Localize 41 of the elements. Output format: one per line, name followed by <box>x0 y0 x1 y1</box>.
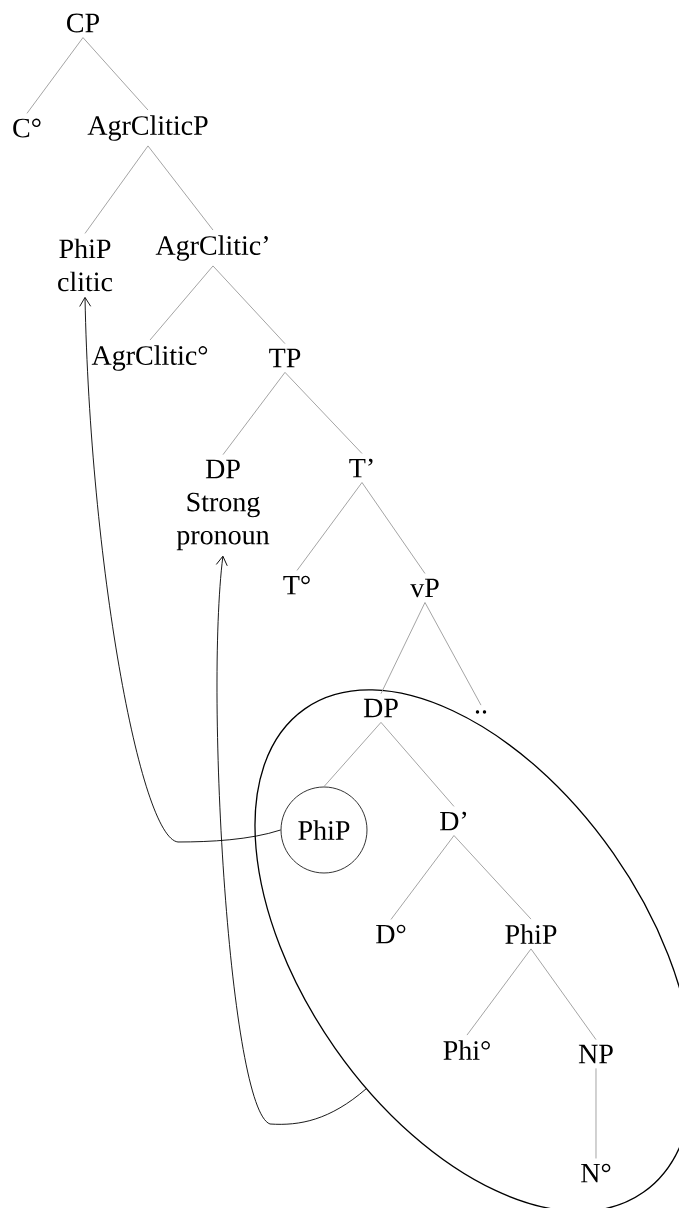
node-label: AgrClitic° <box>91 345 208 371</box>
node-label: TP <box>269 348 301 368</box>
branch-line <box>361 482 426 574</box>
node-label: AgrClitic’ <box>155 235 268 261</box>
node-label: AgrCliticP <box>87 115 208 141</box>
movement-arrow <box>215 555 367 1125</box>
branch-line <box>284 371 363 454</box>
branch-line <box>530 948 597 1041</box>
node-label: DP Strong pronoun <box>176 459 270 551</box>
branch-line <box>380 721 455 807</box>
movement-arrow <box>79 296 282 843</box>
node-label: PhiP <box>505 924 557 944</box>
node-label: T° <box>283 575 310 595</box>
node-label: C° <box>13 118 41 138</box>
node-label: CP <box>67 13 99 33</box>
branch-line <box>296 482 363 571</box>
branch-line <box>424 602 482 706</box>
node-label: T’ <box>349 458 373 478</box>
node-label: PhiP clitic <box>58 238 113 292</box>
branch-line <box>149 265 214 341</box>
branch-line <box>26 37 84 114</box>
branch-line <box>84 145 149 234</box>
branch-line <box>212 265 286 345</box>
node-label: D’ <box>440 811 467 831</box>
branch-line <box>453 835 532 920</box>
node-label: .. <box>475 710 487 714</box>
node-label: D° <box>376 924 406 944</box>
node-label: Phi° <box>443 1040 490 1060</box>
branch-line <box>466 948 532 1036</box>
branch-line <box>595 1067 597 1159</box>
branch-line <box>82 37 149 111</box>
circled-label: PhiP <box>280 786 368 874</box>
branch-line <box>147 145 214 231</box>
branch-line <box>390 835 455 920</box>
node-label: DP <box>363 698 398 718</box>
branch-line <box>380 602 426 695</box>
branch-line <box>222 371 286 456</box>
branch-line <box>323 721 382 788</box>
node-label: N° <box>581 1163 611 1183</box>
node-label: NP <box>578 1044 613 1064</box>
node-label: vP <box>410 578 439 598</box>
